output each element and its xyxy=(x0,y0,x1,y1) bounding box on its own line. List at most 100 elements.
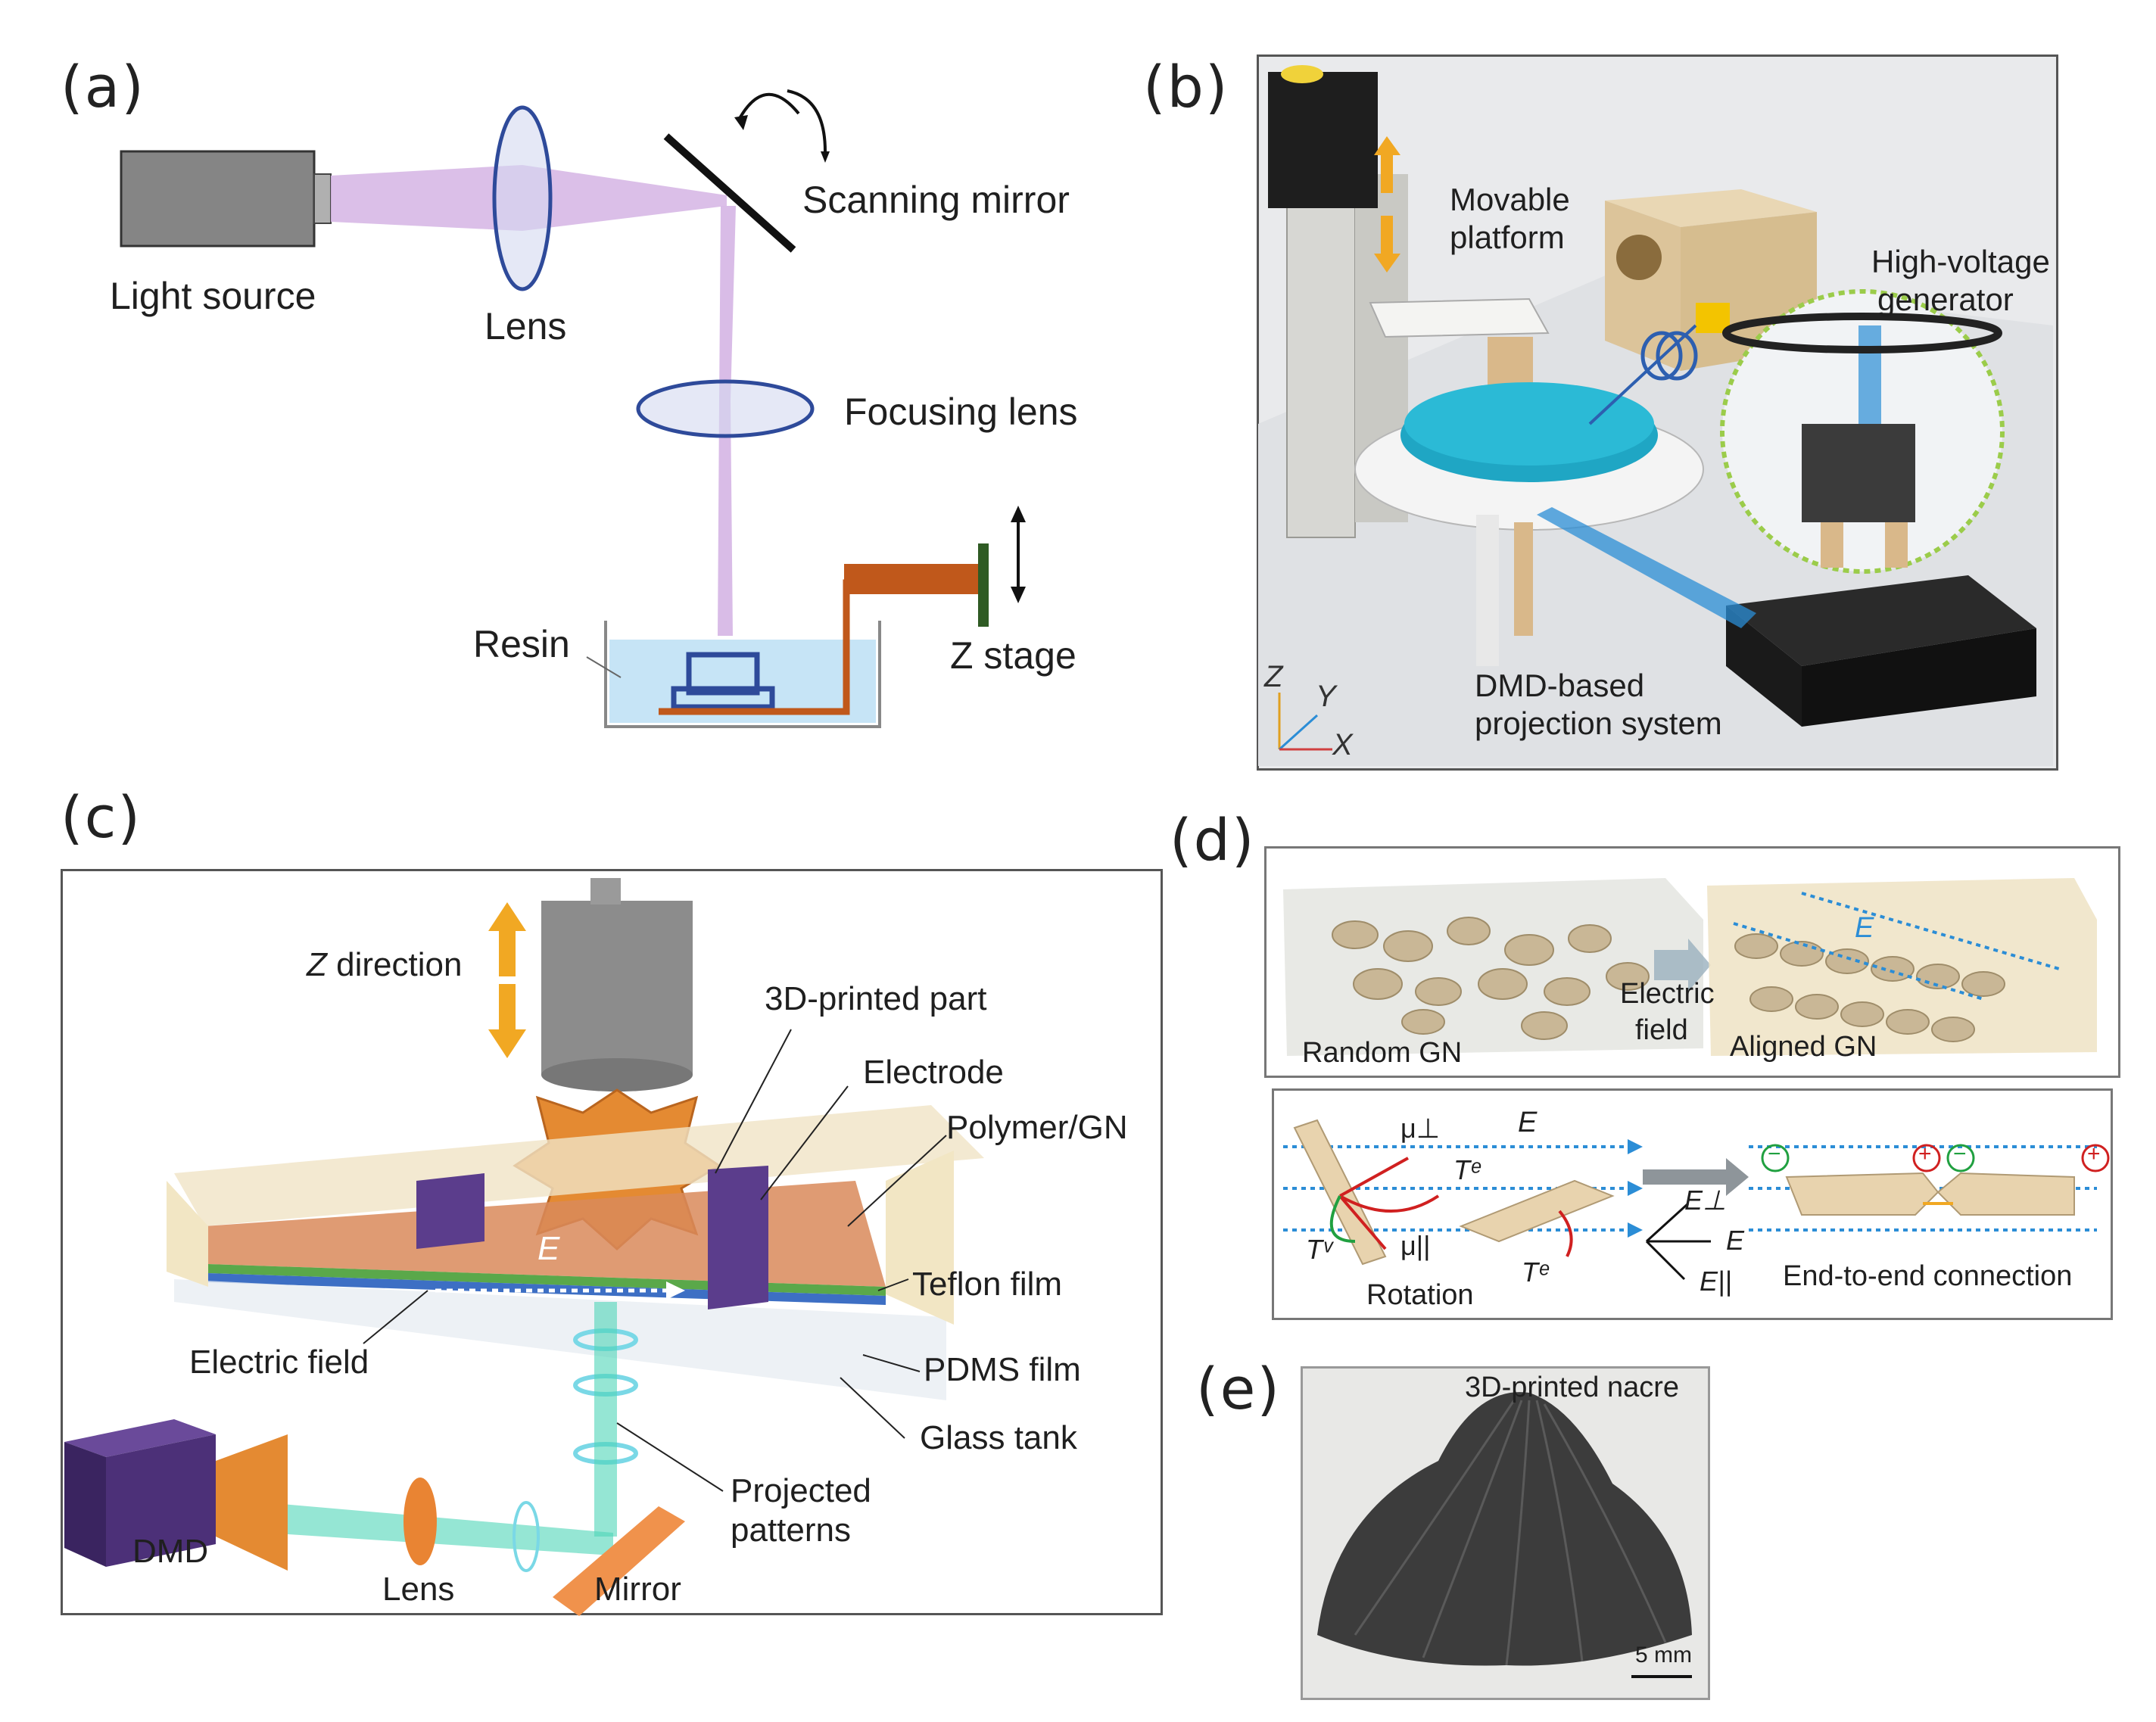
mu-perp-arrow xyxy=(1339,1157,1409,1197)
label-scale: 5 mm xyxy=(1635,1643,1692,1668)
cable xyxy=(1588,324,1697,425)
label-z-stage: Z stage xyxy=(950,634,1076,677)
plus-charge xyxy=(2081,1144,2110,1172)
tv-arrow xyxy=(1329,1195,1356,1243)
inset-post xyxy=(1885,522,1908,568)
projector-top xyxy=(1726,575,2036,666)
random-flakes xyxy=(1332,917,1650,1040)
label-e-par: E|| xyxy=(1700,1266,1732,1297)
platform-up-arrow xyxy=(1374,136,1400,155)
glass-tank xyxy=(174,1279,946,1400)
nacre-ridges xyxy=(1354,1400,1667,1666)
mu-par-arrow xyxy=(1338,1194,1387,1250)
inset-ring xyxy=(1722,313,2002,353)
electrode xyxy=(708,1166,768,1309)
label-dmd-c: DMD xyxy=(132,1533,209,1570)
platform-down-arrow xyxy=(1374,254,1400,272)
resin-vat-top xyxy=(1404,382,1654,466)
plus-charge xyxy=(1912,1144,1941,1172)
panel-label-b: (b) xyxy=(1143,53,1229,120)
label-dmd-2: projection system xyxy=(1475,705,1722,741)
arrowhead xyxy=(1011,587,1026,603)
label-teflon: Teflon film xyxy=(912,1266,1063,1303)
dmd-box-side xyxy=(106,1434,216,1567)
label-scanning-mirror: Scanning mirror xyxy=(802,179,1070,221)
label-dmd-1: DMD-based xyxy=(1475,668,1645,703)
z-up-arrow xyxy=(488,902,526,931)
label-electric-2: field xyxy=(1635,1014,1688,1046)
transition-arrow xyxy=(1654,939,1711,992)
hv-connector xyxy=(1696,303,1730,333)
panel-label-c: (c) xyxy=(61,783,142,851)
lens-c xyxy=(403,1478,437,1565)
dmd-nozzle xyxy=(216,1434,288,1571)
teal-beam-horizontal xyxy=(265,1502,613,1555)
resin-vat xyxy=(604,621,881,728)
leader-pdms xyxy=(862,1354,921,1372)
label-projected-1: Projected xyxy=(731,1472,871,1509)
projector-front xyxy=(1726,606,1802,727)
label-movable-2: platform xyxy=(1450,220,1565,255)
teal-beam-vertical xyxy=(594,1302,617,1537)
arrowhead xyxy=(821,151,830,163)
yellow-knob xyxy=(1281,65,1323,83)
label-z-direction-italic: Z xyxy=(307,946,327,983)
label-end-to-end: End-to-end connection xyxy=(1783,1260,2073,1292)
label-te-1: Tᵉ xyxy=(1453,1154,1481,1185)
z-stage-plate xyxy=(978,543,989,627)
label-resin: Resin xyxy=(473,623,570,665)
label-tv: Tᵛ xyxy=(1306,1234,1332,1265)
axis-y xyxy=(1278,714,1319,751)
leader-teflon xyxy=(877,1278,909,1291)
flat-flake xyxy=(1459,1179,1615,1243)
lens-c-clear xyxy=(513,1501,540,1572)
printed-part xyxy=(686,652,760,696)
panel-label-e: (e) xyxy=(1196,1355,1282,1422)
hv-knob xyxy=(1616,235,1662,280)
nacre-shell xyxy=(1317,1392,1692,1666)
z-down-shaft xyxy=(499,984,516,1029)
label-plus: + xyxy=(1918,1141,1932,1166)
label-e-vec: E xyxy=(1726,1225,1745,1256)
build-cylinder xyxy=(541,901,693,1075)
platform-up-shaft xyxy=(1381,155,1393,193)
resin-leader xyxy=(586,656,622,678)
vat-leg xyxy=(1476,515,1499,666)
label-printed-part: 3D-printed part xyxy=(765,980,987,1017)
label-minus: − xyxy=(1768,1141,1781,1166)
mirror-c xyxy=(553,1506,685,1616)
z-down-arrow xyxy=(488,1029,526,1058)
platform-down-shaft xyxy=(1381,216,1393,254)
cylinder-shaft xyxy=(590,878,621,905)
scanning-arrow-2 xyxy=(787,89,827,152)
dmd-box-front xyxy=(64,1442,106,1567)
arrowhead xyxy=(1628,1181,1643,1196)
blue-beam xyxy=(1537,507,1756,628)
hv-generator-top xyxy=(1605,189,1817,227)
inset-block xyxy=(1802,424,1915,522)
label-hv-2: generator xyxy=(1877,282,2014,317)
label-mu-perp: μ⊥ xyxy=(1400,1113,1441,1144)
te-arrow xyxy=(1339,1194,1440,1213)
scanning-mirror xyxy=(663,133,796,253)
label-movable-1: Movable xyxy=(1450,182,1570,217)
electrode xyxy=(416,1173,484,1249)
transition-arrow-bottom xyxy=(1643,1158,1749,1196)
label-te-2: Tᵉ xyxy=(1522,1256,1549,1288)
label-z-direction: Z direction xyxy=(307,946,462,984)
panel-label-d: (d) xyxy=(1170,806,1256,873)
label-lens-c: Lens xyxy=(382,1571,455,1608)
focusing-lens xyxy=(636,379,815,438)
light-source-box xyxy=(120,150,316,248)
coil xyxy=(1656,331,1698,381)
label-axis-y: Y xyxy=(1316,680,1336,713)
label-minus: − xyxy=(1953,1141,1967,1166)
arrowhead xyxy=(666,1281,685,1300)
aligned-field-line xyxy=(1733,922,1984,1001)
e-par-vec xyxy=(1645,1240,1686,1281)
label-rotation: Rotation xyxy=(1366,1279,1474,1311)
label-e-mid: E xyxy=(1518,1107,1538,1138)
label-electric-field: Electric field xyxy=(189,1344,369,1381)
